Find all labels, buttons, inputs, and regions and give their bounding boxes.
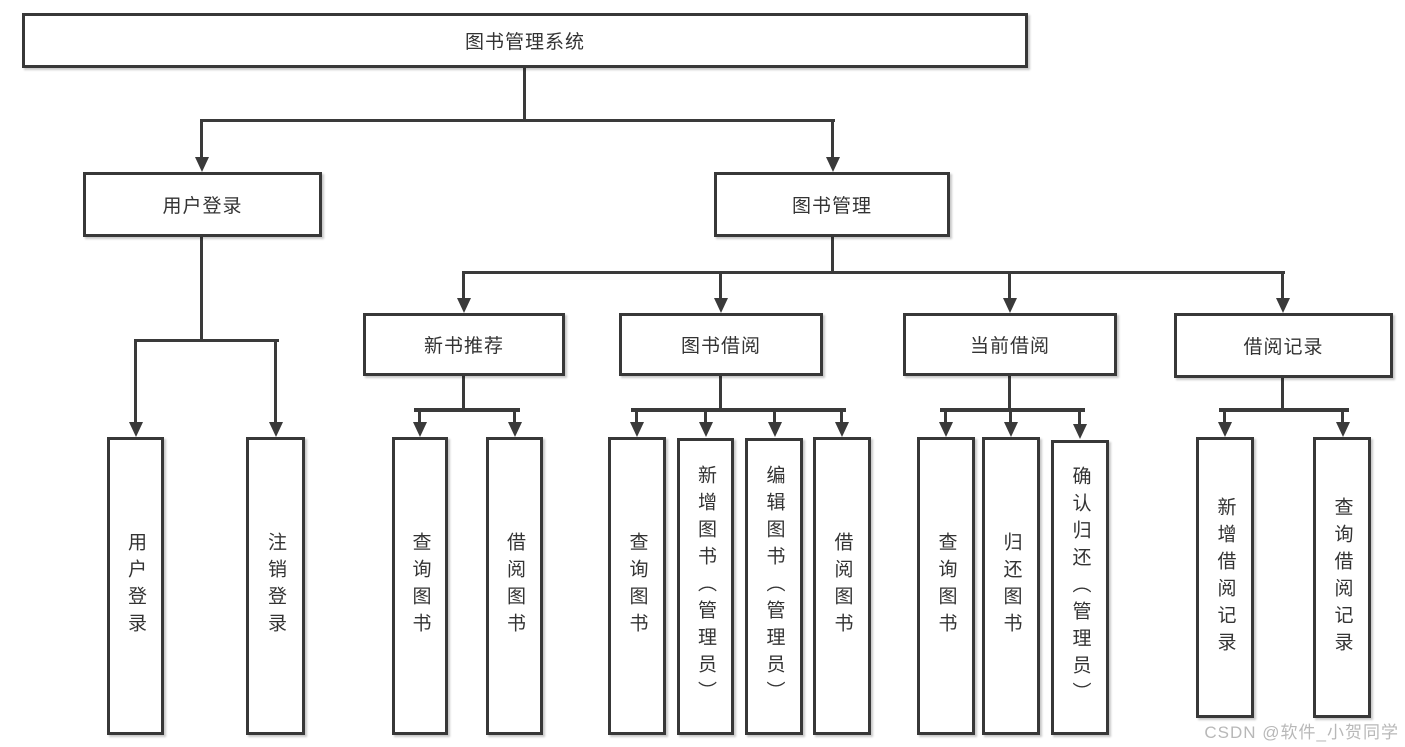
- leaf-add-books-admin: 新增图书（管理员）: [677, 438, 734, 735]
- arrow-leaf7: [835, 422, 849, 437]
- node-current-borrowing-label: 当前借阅: [969, 336, 1050, 357]
- csdn-watermark: CSDN @软件_小贺同学: [1204, 723, 1399, 742]
- leaf-edit-books-admin: 编辑图书（管理员）: [745, 438, 803, 735]
- leaf-query-borrow-record-label: 查询借阅记录: [1331, 496, 1353, 659]
- node-new-book-recommend: 新书推荐: [363, 313, 565, 376]
- connector-stub-leaf4: [635, 408, 638, 424]
- arrow-leaf12: [1336, 422, 1350, 437]
- connector-stub-book-mgmt: [831, 119, 834, 158]
- leaf-borrow-books-label: 借阅图书: [831, 532, 853, 640]
- arrow-leaf2: [413, 422, 427, 437]
- leaf-query-books-current-label: 查询图书: [935, 532, 957, 640]
- node-borrow-records: 借阅记录: [1174, 313, 1393, 378]
- connector-stub-leaf8: [944, 408, 947, 424]
- node-root-label: 图书管理系统: [464, 32, 585, 53]
- arrow-leaf8: [939, 422, 953, 437]
- connector-stub-l3-3: [1281, 271, 1284, 300]
- node-user-login-label: 用户登录: [162, 196, 243, 217]
- connector-stub-leaf12: [1341, 408, 1344, 424]
- connector-stub-leaf3: [513, 408, 516, 424]
- arrow-l3-1: [714, 298, 728, 313]
- leaf-return-books: 归还图书: [982, 437, 1040, 735]
- connector-current-hbar: [940, 408, 1085, 412]
- connector-borrowing-hbar: [631, 408, 846, 412]
- node-current-borrowing: 当前借阅: [903, 313, 1117, 376]
- connector-stub-leaf5: [704, 408, 707, 424]
- node-book-management-label: 图书管理: [791, 196, 872, 217]
- connector-bookmgmt-trunk: [831, 237, 834, 274]
- node-book-borrowing-label: 图书借阅: [680, 336, 761, 357]
- connector-stub-leaf6: [773, 408, 776, 424]
- leaf-return-books-label: 归还图书: [1000, 532, 1022, 640]
- leaf-confirm-return-admin: 确认归还（管理员）: [1051, 440, 1109, 735]
- connector-stub-leaf11: [1223, 408, 1226, 424]
- connector-stub-l3-1: [719, 271, 722, 300]
- connector-stub-leaf0: [134, 339, 137, 424]
- leaf-borrow-books: 借阅图书: [813, 437, 871, 735]
- connector-stub-user-login: [200, 119, 203, 158]
- connector-level3-hbar: [462, 271, 1285, 274]
- arrow-leaf11: [1218, 422, 1232, 437]
- arrow-l3-3: [1276, 298, 1290, 313]
- leaf-query-books-borrowing: 查询图书: [608, 437, 666, 735]
- node-borrow-records-label: 借阅记录: [1243, 337, 1324, 358]
- arrow-leaf10: [1073, 424, 1087, 439]
- connector-stub-l3-0: [462, 271, 465, 300]
- connector-borrowing-trunk: [719, 376, 722, 411]
- leaf-query-books-recommend-label: 查询图书: [409, 532, 431, 640]
- connector-records-hbar: [1219, 408, 1349, 412]
- connector-root-trunk: [523, 68, 526, 121]
- leaf-query-borrow-record: 查询借阅记录: [1313, 437, 1371, 718]
- connector-level1-hbar: [200, 119, 835, 122]
- leaf-query-books-recommend: 查询图书: [392, 437, 448, 735]
- leaf-add-borrow-record: 新增借阅记录: [1196, 437, 1254, 718]
- leaf-logout-label: 注销登录: [265, 532, 286, 640]
- connector-recommend-hbar: [414, 408, 520, 412]
- connector-stub-leaf9: [1009, 408, 1012, 424]
- leaf-edit-books-admin-label: 编辑图书（管理员）: [763, 465, 785, 708]
- connector-stub-leaf10: [1078, 408, 1081, 424]
- arrow-leaf6: [768, 422, 782, 437]
- leaf-query-books-borrowing-label: 查询图书: [626, 532, 648, 640]
- leaf-borrow-books-recommend-label: 借阅图书: [504, 532, 525, 640]
- connector-current-trunk: [1008, 376, 1011, 411]
- connector-stub-leaf1: [274, 339, 277, 424]
- arrow-leaf5: [699, 422, 713, 437]
- connector-stub-leaf7: [840, 408, 843, 424]
- node-book-borrowing: 图书借阅: [619, 313, 823, 376]
- arrow-user-login: [195, 157, 209, 172]
- arrow-l3-0: [457, 298, 471, 313]
- connector-stub-l3-2: [1008, 271, 1011, 300]
- leaf-query-books-current: 查询图书: [917, 437, 975, 735]
- node-root-system: 图书管理系统: [22, 13, 1028, 68]
- leaf-add-books-admin-label: 新增图书（管理员）: [695, 465, 716, 708]
- leaf-logout: 注销登录: [246, 437, 305, 735]
- arrow-leaf9: [1004, 422, 1018, 437]
- connector-userlogin-trunk: [200, 237, 203, 342]
- arrow-leaf0: [129, 422, 143, 437]
- node-user-login: 用户登录: [83, 172, 322, 237]
- connector-stub-leaf2: [418, 408, 421, 424]
- leaf-add-borrow-record-label: 新增借阅记录: [1214, 496, 1236, 659]
- connector-records-trunk: [1281, 376, 1284, 411]
- leaf-borrow-books-recommend: 借阅图书: [486, 437, 543, 735]
- node-new-book-recommend-label: 新书推荐: [423, 336, 504, 357]
- leaf-user-login-label: 用户登录: [125, 532, 146, 640]
- connector-userlogin-hbar: [134, 339, 279, 342]
- arrow-leaf1: [269, 422, 283, 437]
- connector-recommend-trunk: [462, 376, 465, 411]
- arrow-leaf4: [630, 422, 644, 437]
- arrow-book-mgmt: [826, 157, 840, 172]
- leaf-user-login: 用户登录: [107, 437, 164, 735]
- leaf-confirm-return-admin-label: 确认归还（管理员）: [1069, 466, 1091, 709]
- node-book-management: 图书管理: [714, 172, 950, 237]
- arrow-leaf3: [508, 422, 522, 437]
- arrow-l3-2: [1003, 298, 1017, 313]
